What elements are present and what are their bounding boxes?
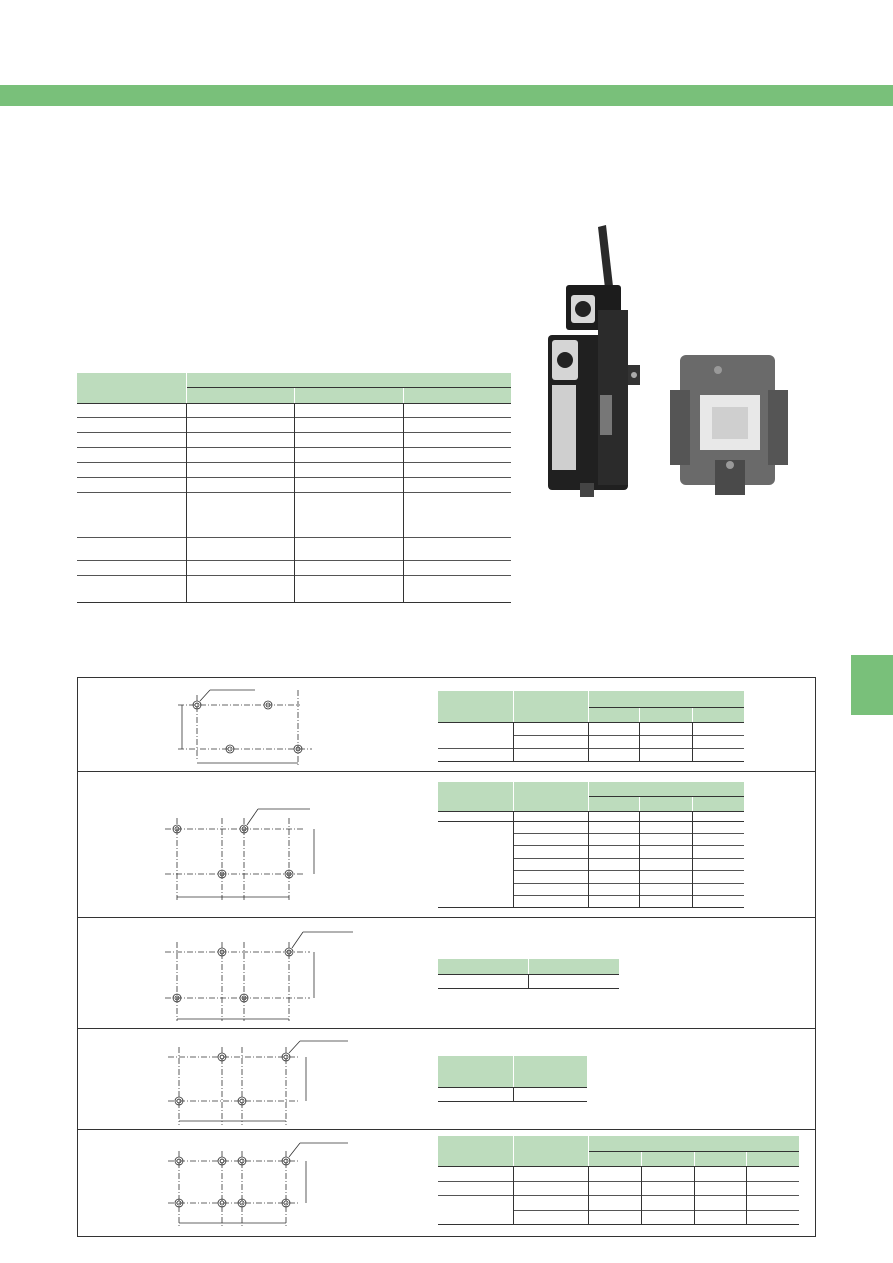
frame-divider [77, 771, 816, 772]
frame-divider [77, 917, 816, 918]
drawings-frame [77, 677, 816, 1237]
frame-divider [77, 1028, 816, 1029]
mounting-drawing-2 [165, 808, 315, 900]
frame-divider [77, 1129, 816, 1130]
mounting-drawing-1 [178, 689, 312, 765]
header-banner [0, 85, 893, 106]
mounting-drawing-3 [165, 931, 353, 1021]
mounting-drawing-4 [168, 1040, 348, 1125]
spec-table [0, 0, 893, 620]
mounting-drawing-5 [168, 1142, 348, 1227]
product-photo [548, 225, 788, 497]
section-tab [851, 655, 893, 715]
